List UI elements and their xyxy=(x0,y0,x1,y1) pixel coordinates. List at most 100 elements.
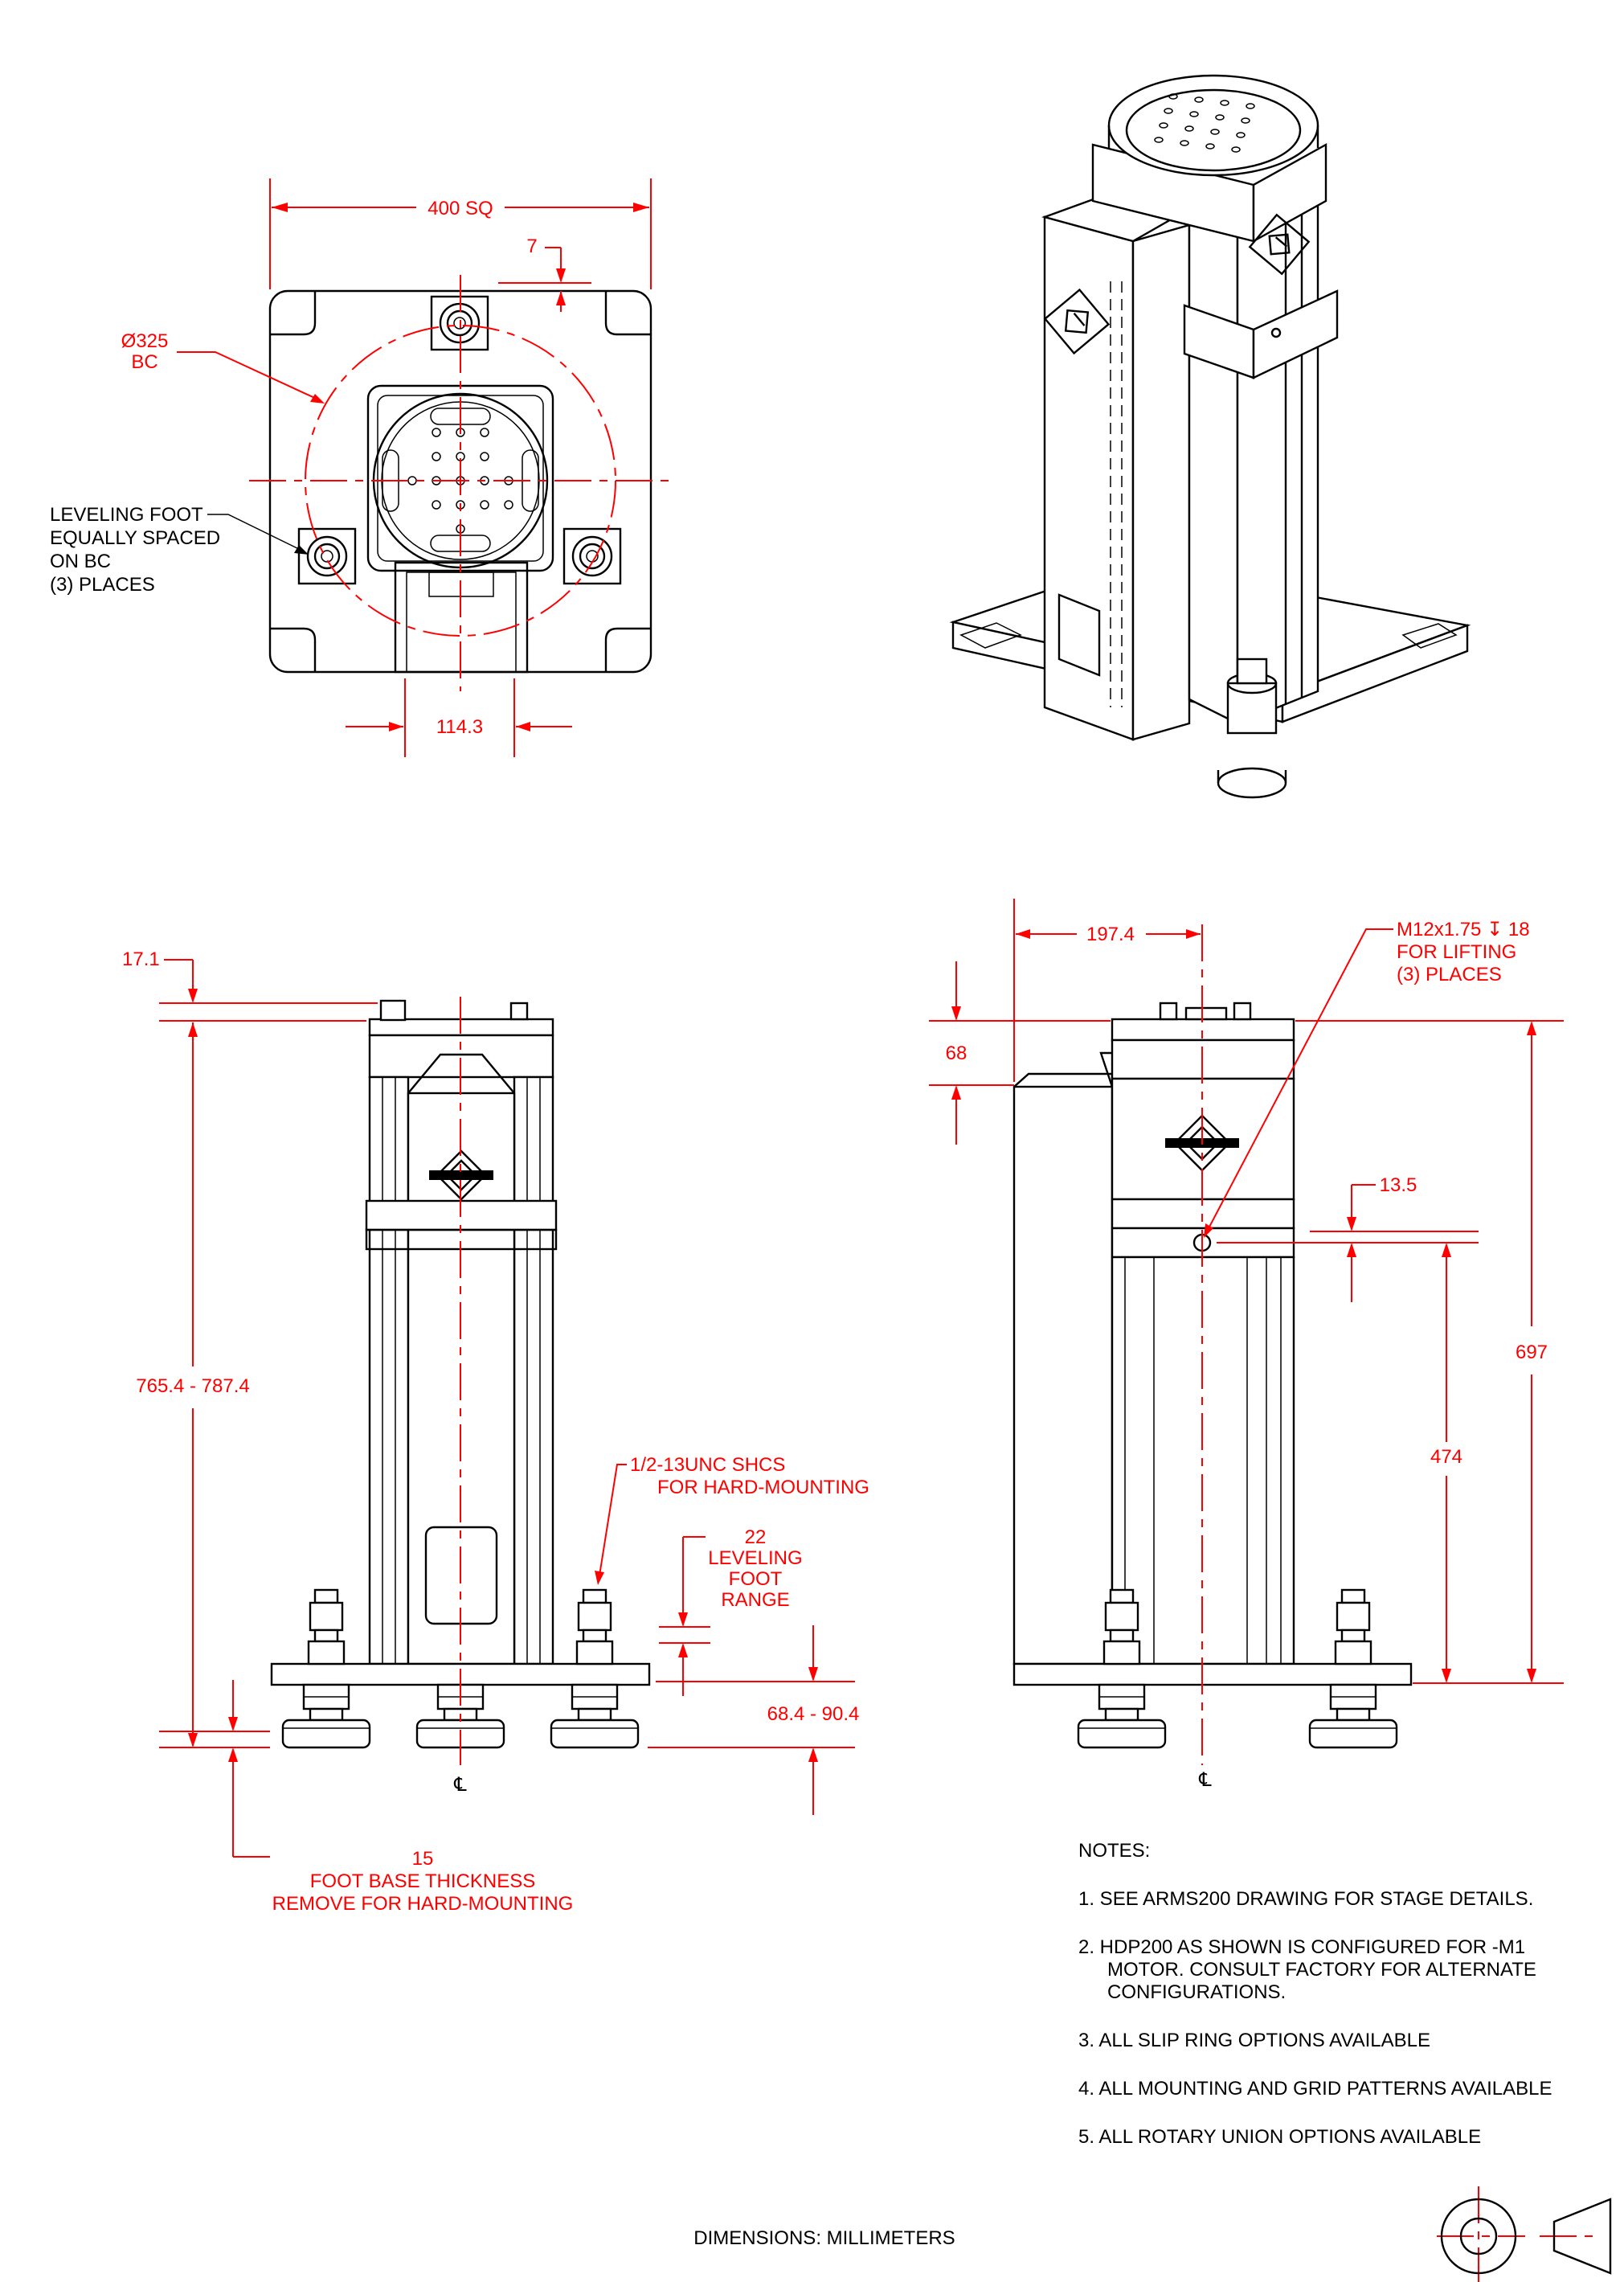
stage-hole xyxy=(480,452,489,461)
svg-text:1/2-13UNC SHCS: 1/2-13UNC SHCS xyxy=(630,1454,785,1476)
hard-mount-screw xyxy=(575,1588,614,1665)
stage-hole xyxy=(1194,96,1204,103)
side-column xyxy=(1012,1085,1114,1665)
front-column-top xyxy=(407,1053,515,1094)
dim-474: 474 xyxy=(1430,1446,1462,1468)
stage-hole xyxy=(480,500,489,510)
leveling-foot-note: LEVELING FOOT EQUALLY SPACED ON BC (3) P… xyxy=(50,504,220,596)
dim-765-787: 765.4 - 787.4 xyxy=(136,1375,249,1397)
dim-197-4: 197.4 xyxy=(1086,924,1135,945)
hard-mount-screw xyxy=(1334,1588,1372,1665)
iso-rail-side xyxy=(1236,191,1319,725)
foot-base-note: 15 FOOT BASE THICKNESS REMOVE FOR HARD-M… xyxy=(272,1848,574,1915)
iso-stage-hole-grid xyxy=(1154,93,1255,153)
lifting-tap-note: M12x1.75 ↧ 18 FOR LIFTING (3) PLACES xyxy=(1397,919,1530,985)
front-stage-pin xyxy=(509,1002,529,1021)
dim-68: 68 xyxy=(946,1043,967,1064)
svg-text:ON BC: ON BC xyxy=(50,551,111,572)
aerotech-logo-icon xyxy=(1248,213,1311,276)
front-rail-right xyxy=(513,1075,554,1665)
iso-foot xyxy=(1217,767,1287,799)
leveling-foot xyxy=(550,1683,640,1749)
stage-hole xyxy=(1154,137,1164,143)
front-rail-left xyxy=(368,1075,410,1665)
svg-text:(3) PLACES: (3) PLACES xyxy=(50,574,155,596)
note-3: 3. ALL SLIP RING OPTIONS AVAILABLE xyxy=(1078,2030,1430,2051)
dim-bc-diameter: Ø325 xyxy=(121,330,169,352)
svg-text:(3) PLACES: (3) PLACES xyxy=(1397,964,1502,985)
centerline-symbol: ℄ xyxy=(1198,1769,1212,1791)
dim-68-4-90-4: 68.4 - 90.4 xyxy=(767,1703,860,1725)
stage-hole xyxy=(432,500,441,510)
dim-13-5: 13.5 xyxy=(1380,1174,1417,1196)
note-2: 2. HDP200 AS SHOWN IS CONFIGURED FOR -M1 xyxy=(1078,1936,1525,1958)
svg-text:LEVELING FOOT: LEVELING FOOT xyxy=(50,504,203,526)
dim-697: 697 xyxy=(1516,1342,1548,1363)
leader-line xyxy=(599,1464,627,1576)
stage-hole xyxy=(1205,143,1215,150)
note-5: 5. ALL ROTARY UNION OPTIONS AVAILABLE xyxy=(1078,2126,1481,2148)
stage-hole xyxy=(432,428,441,437)
leveling-foot-range-note: 22 LEVELING FOOT RANGE xyxy=(708,1526,802,1611)
stage-hole xyxy=(1210,129,1220,135)
iso-band-side xyxy=(1252,289,1339,379)
leveling-foot xyxy=(281,1683,371,1749)
hard-mount-screw xyxy=(1102,1588,1141,1665)
centerline-symbol: ℄ xyxy=(453,1774,467,1796)
aerotech-logo-icon xyxy=(1043,288,1111,355)
stage-hole xyxy=(432,452,441,461)
dim-bc-label: BC xyxy=(131,351,157,373)
side-base-plate xyxy=(1012,1662,1413,1686)
stage-hole xyxy=(1231,146,1241,153)
stage-hole xyxy=(504,500,513,510)
note-2-line-2: MOTOR. CONSULT FACTORY FOR ALTERNATE xyxy=(1107,1959,1536,1981)
side-view: ℄ 197.4 68 M12x1.75 ↧ 18 FOR LIFTING (3)… xyxy=(929,899,1564,1791)
corner-notch xyxy=(604,627,651,672)
note-2-line-3: CONFIGURATIONS. xyxy=(1107,1981,1286,2003)
leader-line xyxy=(1206,928,1393,1232)
dim-7: 7 xyxy=(526,236,537,257)
iso-column-side xyxy=(1131,223,1191,741)
svg-text:FOR LIFTING: FOR LIFTING xyxy=(1397,941,1516,963)
svg-text:REMOVE FOR HARD-MOUNTING: REMOVE FOR HARD-MOUNTING xyxy=(272,1893,574,1915)
corner-notch xyxy=(270,291,317,336)
stage-hole xyxy=(407,476,417,485)
dim-400-sq: 400 SQ xyxy=(427,198,493,219)
leveling-foot xyxy=(562,527,622,585)
dim-17-1: 17.1 xyxy=(122,948,160,970)
front-view: ℄ 17.1 765.4 - 787.4 15 FOOT BASE THICKN… xyxy=(122,948,869,1915)
svg-text:LEVELING: LEVELING xyxy=(708,1547,802,1569)
svg-text:FOOT: FOOT xyxy=(729,1568,783,1590)
svg-text:FOOT BASE THICKNESS: FOOT BASE THICKNESS xyxy=(310,1870,536,1892)
leveling-foot xyxy=(1077,1683,1167,1749)
stage-hole xyxy=(1236,132,1246,138)
third-angle-projection-icon xyxy=(1437,2186,1612,2282)
svg-text:EQUALLY SPACED: EQUALLY SPACED xyxy=(50,527,220,549)
svg-text:RANGE: RANGE xyxy=(721,1589,789,1611)
svg-text:FOR HARD-MOUNTING: FOR HARD-MOUNTING xyxy=(657,1477,869,1498)
stage-hole xyxy=(1220,100,1229,106)
stage-hole xyxy=(1168,93,1178,100)
note-4: 4. ALL MOUNTING AND GRID PATTERNS AVAILA… xyxy=(1078,2078,1552,2100)
stage-hole xyxy=(1241,117,1250,124)
leader-line xyxy=(177,351,321,401)
notes-title: NOTES: xyxy=(1078,1840,1150,1862)
top-view: 400 SQ 7 Ø325 BC LEVELING FOOT EQUALLY S… xyxy=(50,178,672,757)
stage-hole xyxy=(1164,108,1173,114)
svg-text:15: 15 xyxy=(412,1848,434,1870)
dim-114-3: 114.3 xyxy=(436,716,483,738)
leader-line xyxy=(207,514,305,552)
iso-base-side xyxy=(1281,624,1469,723)
svg-text:22: 22 xyxy=(745,1526,767,1548)
shcs-note: 1/2-13UNC SHCS FOR HARD-MOUNTING xyxy=(630,1454,869,1498)
stage-hole xyxy=(1159,122,1168,129)
stage-hole xyxy=(1184,125,1194,132)
iso-rail xyxy=(1188,199,1239,725)
top-stage-body-inner xyxy=(377,395,544,562)
corner-notch xyxy=(270,627,317,672)
stage-hole xyxy=(1189,111,1199,117)
stage-hole xyxy=(480,428,489,437)
stage-hole xyxy=(1215,114,1225,121)
leveling-foot xyxy=(297,527,357,585)
